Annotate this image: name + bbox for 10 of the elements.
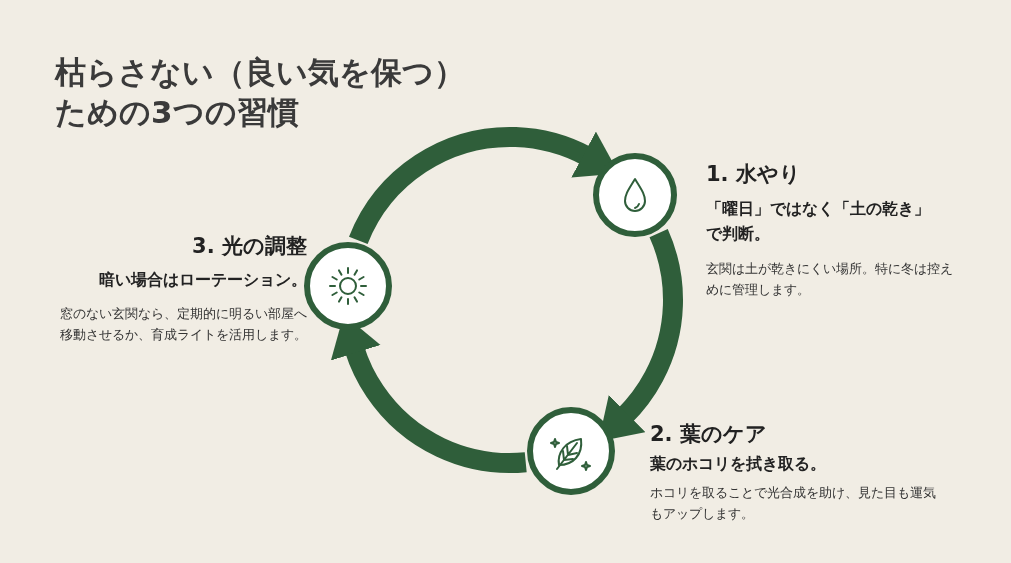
- step-heading: 3. 光の調整: [191, 233, 307, 260]
- step-description: 窓のない玄関なら、定期的に明るい部屋へ移動させるか、育成ライトを活用します。: [59, 305, 307, 345]
- step-description: ホコリを取ることで光合成を助け、見た目も運気もアップします。: [650, 484, 937, 524]
- step-heading: 2. 葉のケア: [650, 421, 768, 448]
- step-summary: 暗い場合はローテーション。: [98, 269, 307, 291]
- step-summary: 葉のホコリを拭き取る。: [650, 453, 827, 475]
- step-summary: 「曜日」ではなく「土の乾き」で判断。: [706, 198, 931, 245]
- step-description: 玄関は土が乾きにくい場所。特に冬は控えめに管理します。: [706, 260, 954, 300]
- title: 枯らさない（良い気を保つ）ための3つの習慣: [55, 53, 466, 133]
- step-heading: 1. 水やり: [706, 161, 802, 188]
